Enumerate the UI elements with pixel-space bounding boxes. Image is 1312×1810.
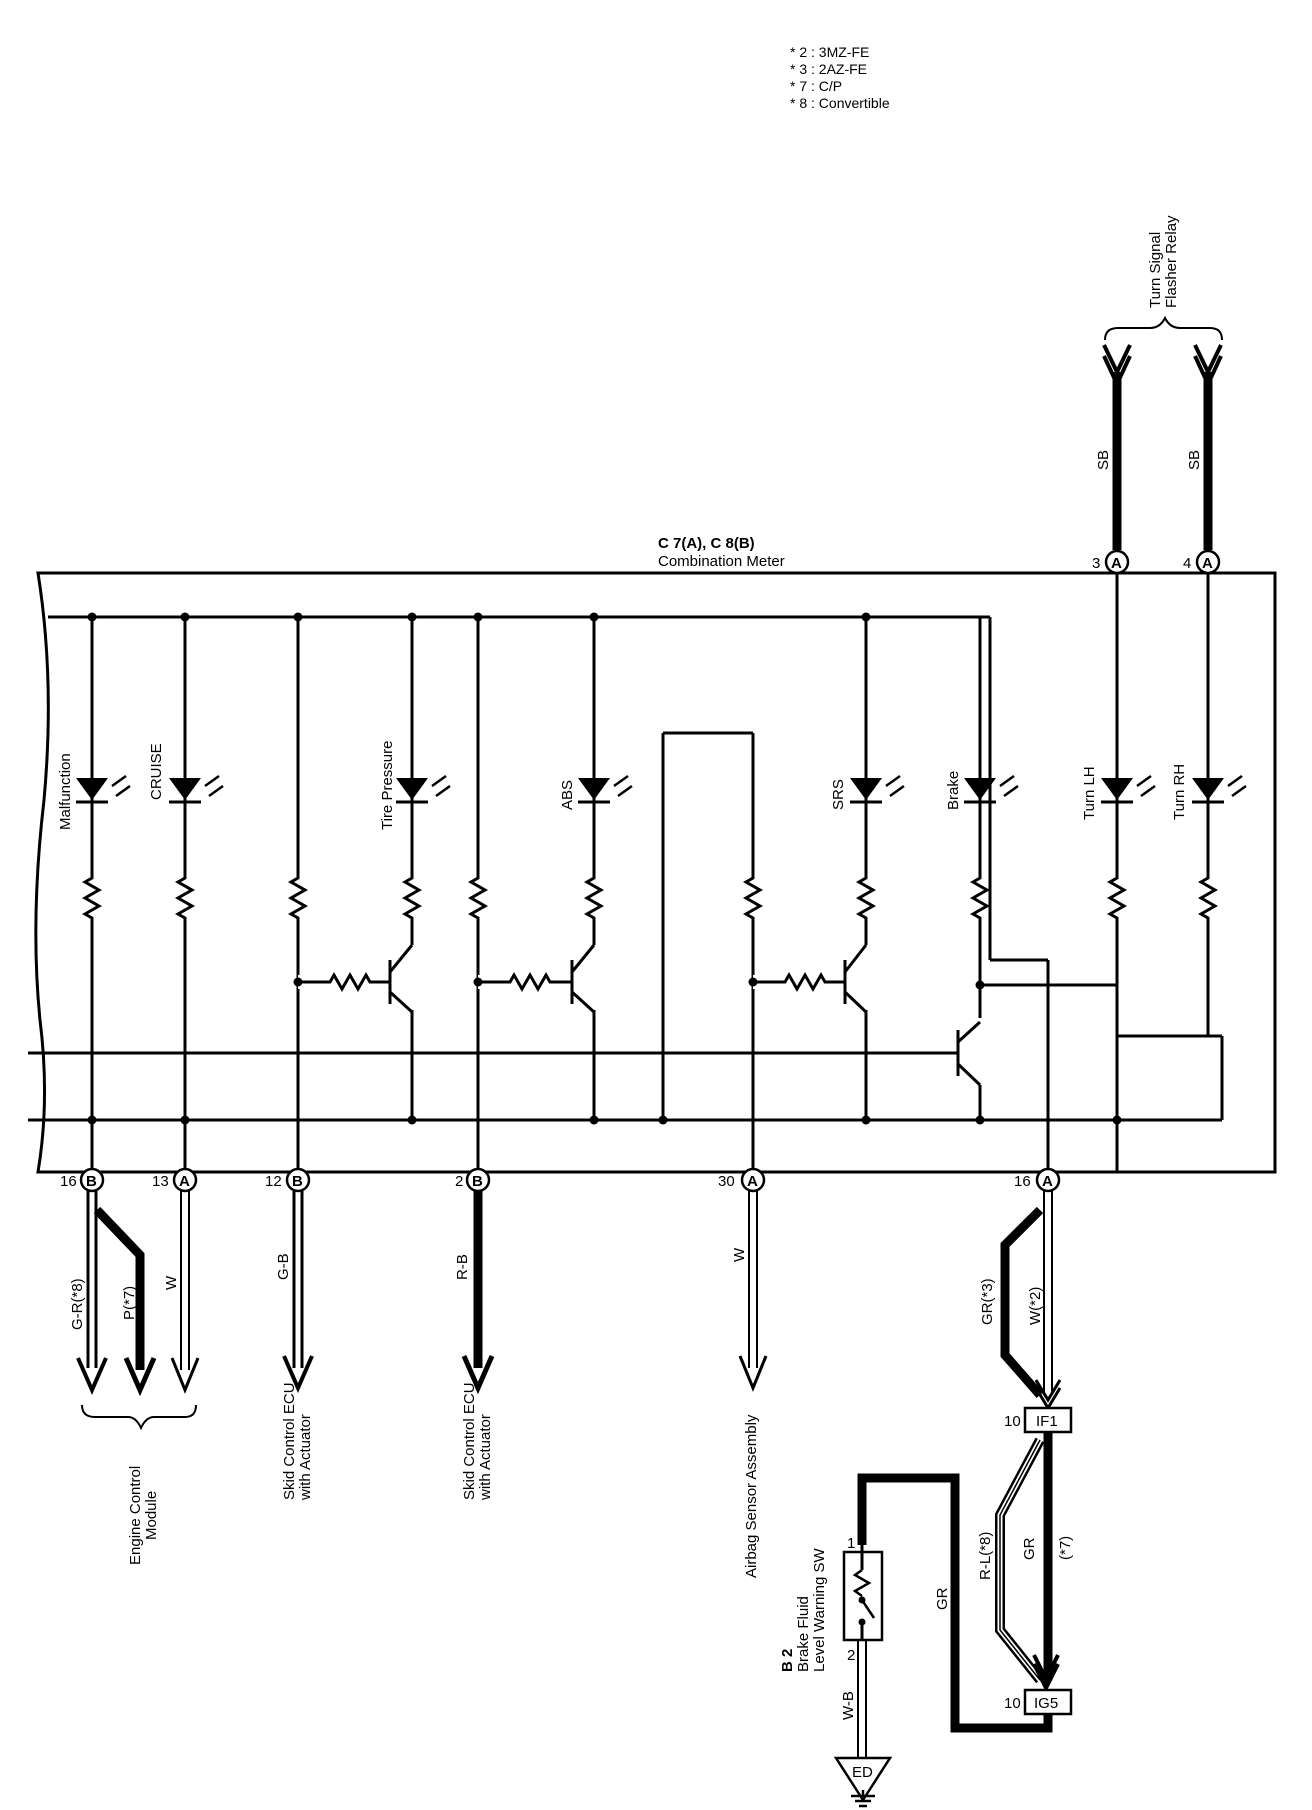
- ground-ed: ED: [833, 1756, 893, 1803]
- ecm-label: Module: [143, 1491, 160, 1540]
- skid-ecu-label: Skid Control ECU: [461, 1382, 478, 1500]
- wire-color-g-r: G-R(*8): [69, 1278, 86, 1330]
- bottom-pin-12b: B 12: [265, 1167, 311, 1193]
- lamp-label-turn-lh: Turn LH: [1081, 766, 1098, 820]
- bottom-pin-13a: A 13: [152, 1167, 198, 1193]
- wire-color-r-l: R-L(*8): [977, 1532, 994, 1580]
- wire-color-r-b: R-B: [454, 1254, 471, 1280]
- switch-name-label: Level Warning SW: [811, 1548, 828, 1672]
- ecm-wires: [76, 1191, 200, 1397]
- airbag-sensor-label: Airbag Sensor Assembly: [743, 1414, 760, 1578]
- brake-fluid-switch: 1 2: [842, 1535, 884, 1664]
- svg-text:1: 1: [847, 1535, 855, 1552]
- note-line: * 2 : 3MZ-FE: [790, 44, 870, 60]
- ground-icon: [851, 1790, 875, 1808]
- bottom-pin-16b: B 16: [60, 1167, 105, 1193]
- transistor: [570, 928, 608, 1120]
- turn-relay-label: Flasher Relay: [1163, 215, 1180, 308]
- svg-text:13: 13: [152, 1173, 169, 1190]
- if1-ig5-wires: [995, 1432, 1060, 1693]
- airbag-wire: [738, 1191, 768, 1392]
- svg-text:3: 3: [1092, 555, 1100, 572]
- svg-text:2: 2: [455, 1173, 463, 1190]
- turn-relay-label: Turn Signal: [1147, 232, 1164, 308]
- svg-text:16: 16: [1014, 1173, 1031, 1190]
- ecm-label: Engine Control: [127, 1466, 144, 1565]
- note-line: * 3 : 2AZ-FE: [790, 61, 868, 77]
- meter-name-label: Combination Meter: [658, 553, 785, 570]
- note-line: * 7 : C/P: [790, 78, 843, 94]
- ecm-brace: [81, 1404, 197, 1431]
- variant-notes: * 2 : 3MZ-FE * 3 : 2AZ-FE * 7 : C/P * 8 …: [790, 44, 890, 112]
- connector-ig5: IG5 10: [1004, 1688, 1073, 1716]
- skid-ecu-label: with Actuator: [477, 1414, 494, 1501]
- sb-wire: [1102, 344, 1223, 550]
- wire-color-gr-loop: GR: [934, 1587, 951, 1610]
- transistor: [843, 928, 878, 1120]
- skid-wire-gb: [282, 1191, 314, 1393]
- svg-text:A: A: [1111, 555, 1122, 572]
- svg-text:IG5: IG5: [1034, 1695, 1058, 1712]
- skid-ecu-label: Skid Control ECU: [281, 1382, 298, 1500]
- wire-color-7: (*7): [1057, 1536, 1074, 1560]
- wire-color-p: P(*7): [121, 1286, 138, 1320]
- ground-wire: [857, 1640, 867, 1760]
- lamp-label-turn-rh: Turn RH: [1171, 764, 1188, 820]
- relay-brace: [1104, 315, 1223, 341]
- wire-color-w-b: W-B: [840, 1691, 857, 1720]
- svg-text:B: B: [292, 1173, 303, 1190]
- lamp-label-brake: Brake: [945, 771, 962, 810]
- transistor: [955, 1018, 988, 1120]
- junction-dots: [87, 612, 1122, 1125]
- svg-text:A: A: [179, 1173, 190, 1190]
- lamp-label-abs: ABS: [559, 780, 576, 810]
- svg-text:A: A: [1202, 555, 1213, 572]
- meter-connector-label: C 7(A), C 8(B): [658, 535, 755, 552]
- lamp-label-cruise: CRUISE: [148, 743, 165, 800]
- connector-if1: IF1 10: [1004, 1406, 1073, 1434]
- lamp-label-tire-pressure: Tire Pressure: [379, 741, 396, 830]
- wire-color-sb: SB: [1186, 450, 1203, 470]
- bottom-pin-2b: B 2: [455, 1167, 491, 1193]
- wire-color-w: W: [163, 1275, 180, 1290]
- wire-color-sb: SB: [1095, 450, 1112, 470]
- svg-text:10: 10: [1004, 1695, 1021, 1712]
- svg-text:12: 12: [265, 1173, 282, 1190]
- top-pin-4: A 4: [1183, 549, 1221, 575]
- lamp-label-srs: SRS: [830, 779, 847, 810]
- lamp-label-malfunction: Malfunction: [57, 753, 74, 830]
- svg-text:4: 4: [1183, 555, 1191, 572]
- wire-color-g-b: G-B: [275, 1253, 292, 1280]
- top-pin-3: A 3: [1092, 549, 1130, 575]
- resistor: [83, 866, 1217, 930]
- switch-code-label: B 2: [779, 1649, 796, 1672]
- skid-ecu-label: with Actuator: [297, 1414, 314, 1501]
- wire-color-gr-if: GR: [1021, 1537, 1038, 1560]
- svg-text:2: 2: [847, 1647, 855, 1664]
- bottom-pin-30a: A 30: [718, 1167, 766, 1193]
- svg-text:ED: ED: [852, 1764, 873, 1781]
- svg-text:B: B: [86, 1173, 97, 1190]
- gr-loop-wire: [857, 1473, 1053, 1733]
- svg-text:A: A: [747, 1173, 758, 1190]
- led: [76, 774, 1247, 804]
- note-line: * 8 : Convertible: [790, 95, 890, 111]
- wire-color-w-2: W(*2): [1027, 1287, 1044, 1325]
- wire-color-gr-3: GR(*3): [979, 1278, 996, 1325]
- svg-text:30: 30: [718, 1173, 735, 1190]
- svg-text:10: 10: [1004, 1413, 1021, 1430]
- transistor: [388, 928, 428, 1120]
- svg-text:A: A: [1042, 1173, 1053, 1190]
- wire-color-w-airbag: W: [731, 1247, 748, 1262]
- combination-meter-box: [34, 571, 1277, 1174]
- svg-text:B: B: [472, 1173, 483, 1190]
- switch-name-label: Brake Fluid: [795, 1596, 812, 1672]
- svg-text:IF1: IF1: [1036, 1413, 1058, 1430]
- skid-wire-rb: [461, 1191, 495, 1395]
- svg-text:16: 16: [60, 1173, 77, 1190]
